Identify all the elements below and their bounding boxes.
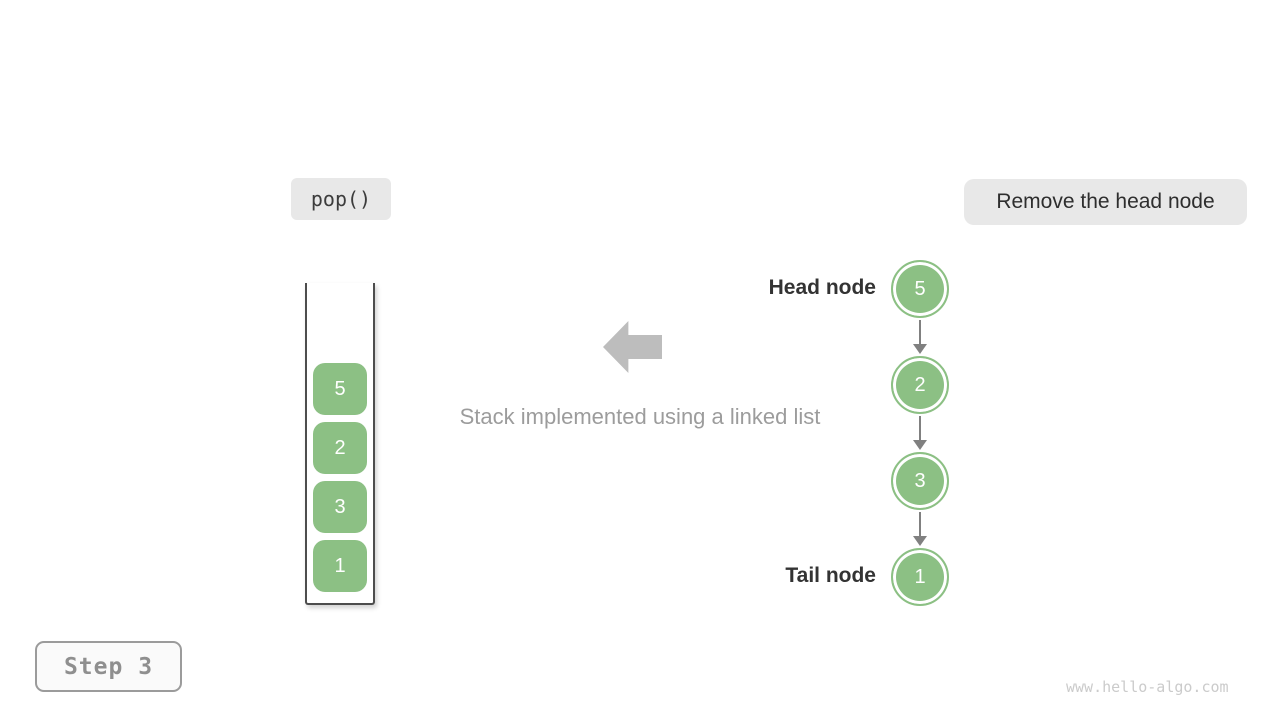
left-block-arrow-icon [603,321,662,373]
stack-item: 1 [313,540,367,592]
step-indicator: Step 3 [35,641,182,692]
stack-item: 5 [313,363,367,415]
diagram-caption: Stack implemented using a linked list [459,404,821,429]
stack-container: 5 2 3 1 [305,283,375,605]
pop-operation-badge: pop() [291,178,391,220]
stack-item: 3 [313,481,367,533]
arrowhead-down-icon [913,536,927,546]
head-node-label: Head node [768,276,876,299]
watermark: www.hello-algo.com [1066,678,1229,696]
connector-line [919,416,921,442]
linked-list-node: 2 [891,356,949,414]
connector-line [919,320,921,346]
tail-node-label: Tail node [785,564,876,587]
arrowhead-down-icon [913,344,927,354]
connector-line [919,512,921,538]
linked-list-node: 5 [891,260,949,318]
remove-head-annotation: Remove the head node [964,179,1247,225]
stack-item: 2 [313,422,367,474]
arrowhead-down-icon [913,440,927,450]
linked-list-node: 3 [891,452,949,510]
linked-list-node: 1 [891,548,949,606]
